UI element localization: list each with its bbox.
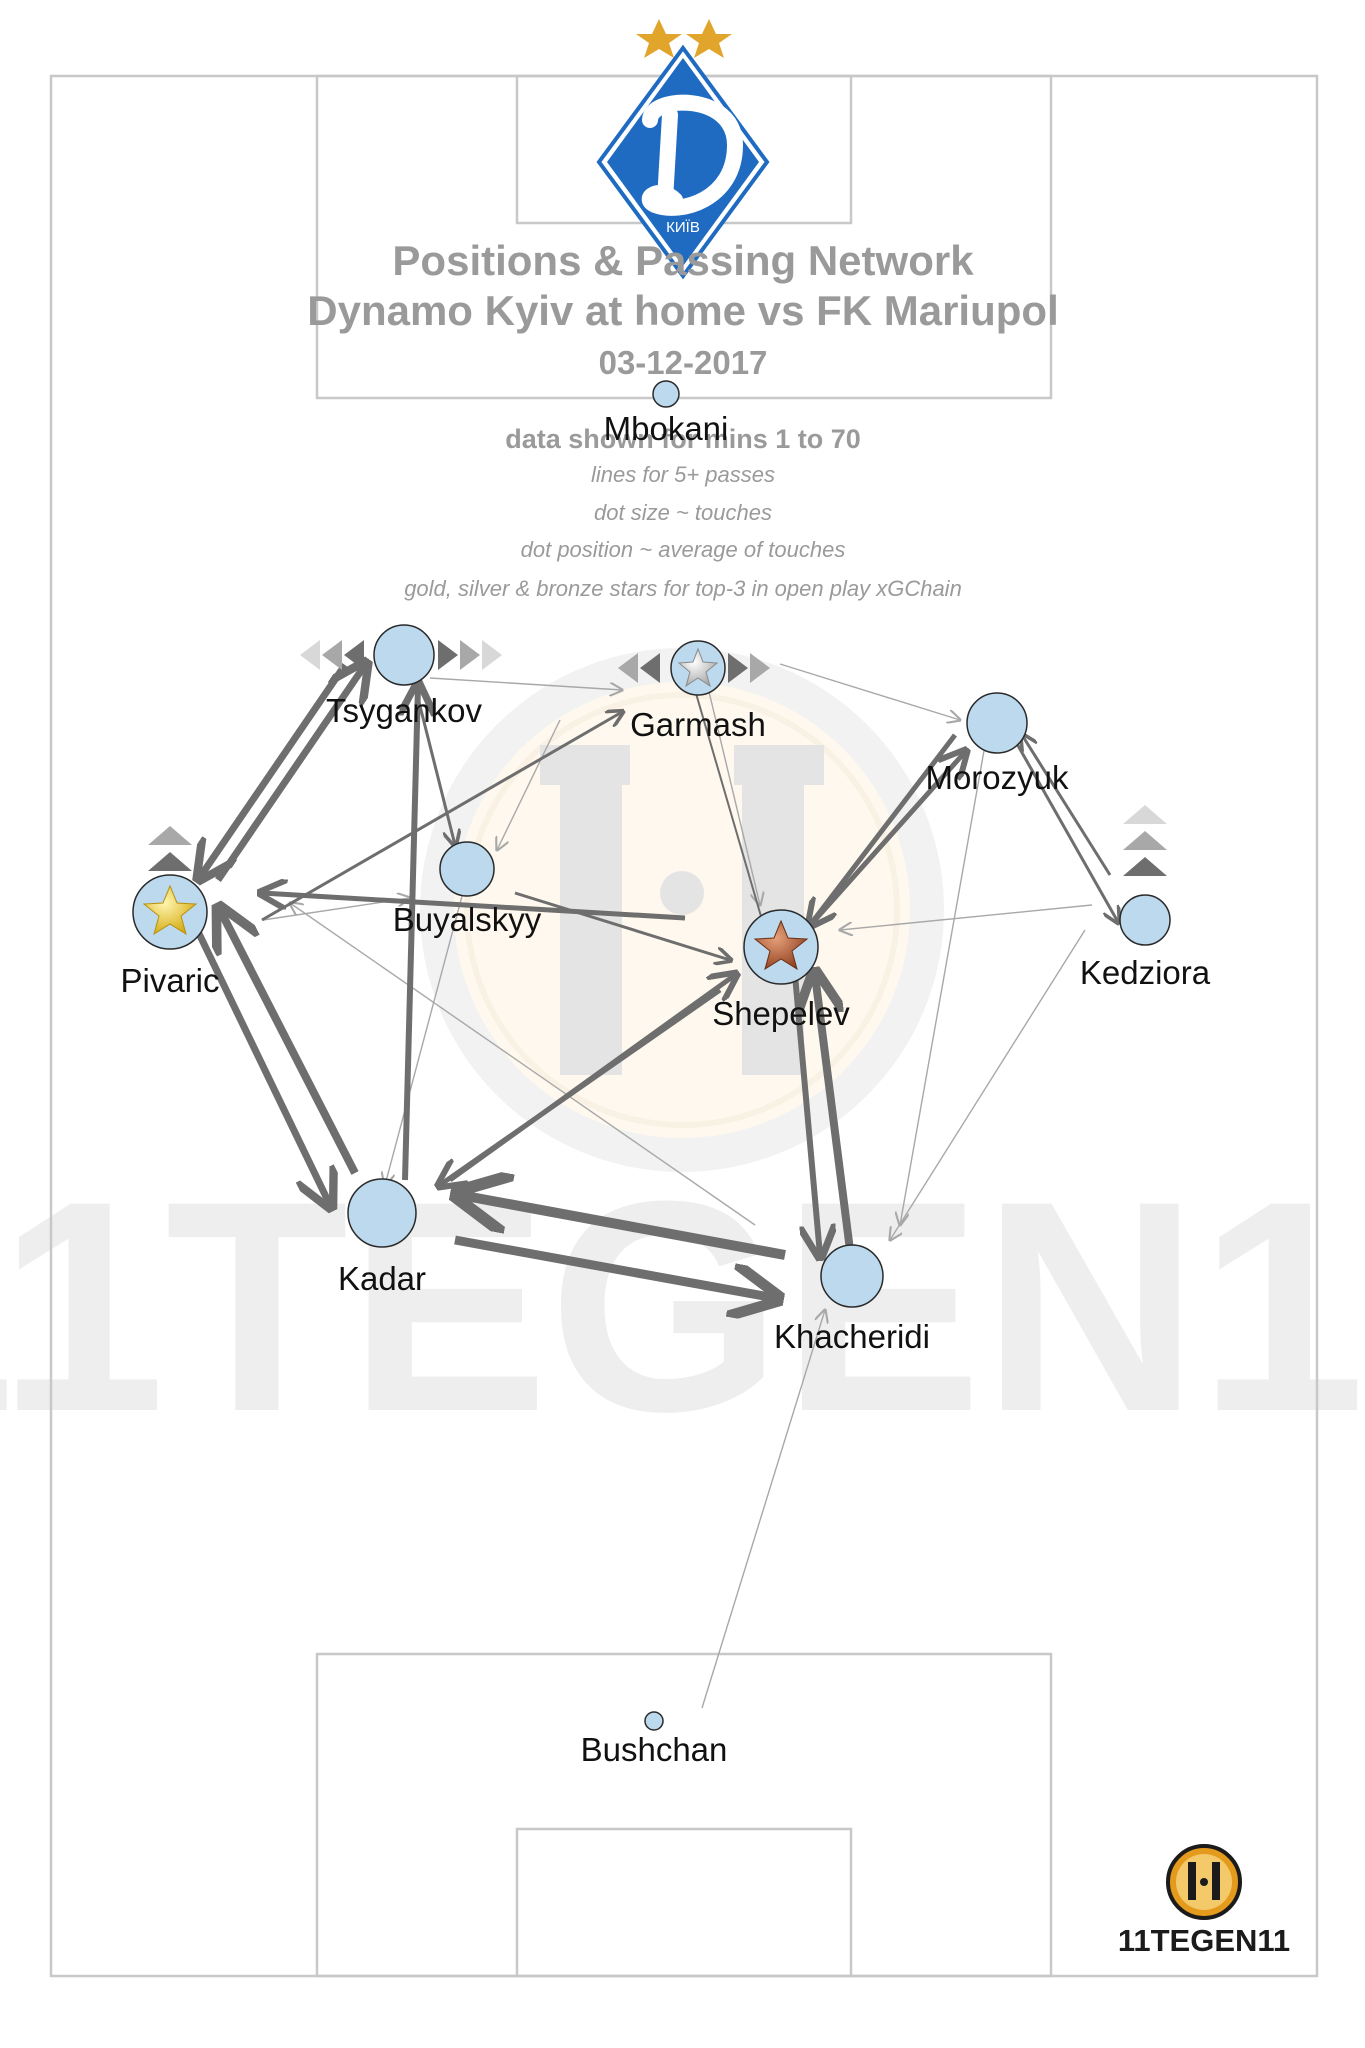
gold-star-icon [142,884,198,936]
note-dot-position: dot position ~ average of touches [521,537,846,562]
pass-lines-thick [186,665,1118,1298]
player-node-buyalskyy: Buyalskyy [393,841,542,938]
bottom-goal-box [515,1827,853,1978]
11tegen11-logo-icon [1166,1844,1242,1920]
player-node-pivaric: Pivaric [120,874,220,999]
player-node-garmash: Garmash [630,640,766,743]
bronze-star-icon [753,919,809,971]
player-node-khacheridi: Khacheridi [774,1244,930,1355]
player-node-kadar: Kadar [338,1178,426,1297]
chart-title-line1: Positions & Passing Network [392,237,974,284]
player-node-shepelev: Shepelev [712,909,850,1032]
player-label: Kadar [338,1260,426,1297]
player-label: Khacheridi [774,1318,930,1355]
note-stars: gold, silver & bronze stars for top-3 in… [404,576,962,601]
player-node-mbokani: Mbokani [604,380,729,447]
player-label: Bushchan [581,1731,728,1768]
note-dot-size: dot size ~ touches [594,500,772,525]
player-node-bushchan: Bushchan [581,1711,728,1768]
club-logo-text: КИЇВ [666,219,700,236]
match-date: 03-12-2017 [599,344,768,381]
player-node-kedziora: Kedziora [1080,894,1211,991]
player-nodes: Mbokani Tsygankov Garmash Morozyuk Buyal… [120,380,1211,1768]
brand-logo-text: 11TEGEN11 [1118,1923,1290,1958]
player-label: Kedziora [1080,954,1211,991]
trend-triangles [148,640,1167,876]
player-node-tsygankov: Tsygankov [326,624,482,729]
silver-star-icon [677,647,719,688]
pass-lines-thin [262,663,1093,1709]
club-logo-icon: КИЇВ [596,19,770,280]
player-label: Buyalskyy [393,901,542,938]
player-label: Morozyuk [925,759,1069,796]
chart-title-line2: Dynamo Kyiv at home vs FK Mariupol [307,287,1059,334]
bottom-penalty-box [315,1652,1053,1978]
player-label: Pivaric [120,962,219,999]
player-label: Garmash [630,706,766,743]
note-minutes: data shown for mins 1 to 70 [505,424,861,454]
player-label: Tsygankov [326,692,482,729]
watermark-text: 11TEGEN11 [0,1138,1365,1474]
player-node-morozyuk: Morozyuk [925,692,1069,796]
note-lines: lines for 5+ passes [591,462,775,487]
player-label: Mbokani [604,410,729,447]
player-label: Shepelev [712,995,850,1032]
